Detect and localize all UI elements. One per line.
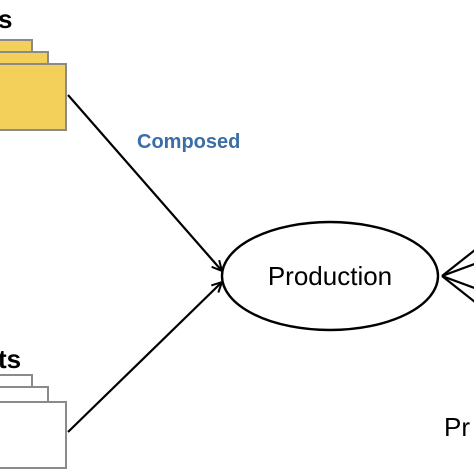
edge-label-composed: Composed bbox=[137, 131, 240, 153]
folder-stack-icon bbox=[0, 39, 67, 131]
edge-bottom bbox=[67, 282, 222, 433]
top-left-label: s bbox=[0, 4, 12, 34]
production-node-label: Production bbox=[268, 261, 392, 291]
document-stack-icon bbox=[0, 374, 67, 469]
edge-composed bbox=[67, 94, 222, 271]
right-arrowhead-fan bbox=[441, 249, 474, 303]
production-node bbox=[220, 220, 440, 332]
bottom-left-label: ts bbox=[0, 344, 21, 374]
bottom-right-label: Pr bbox=[444, 412, 470, 442]
